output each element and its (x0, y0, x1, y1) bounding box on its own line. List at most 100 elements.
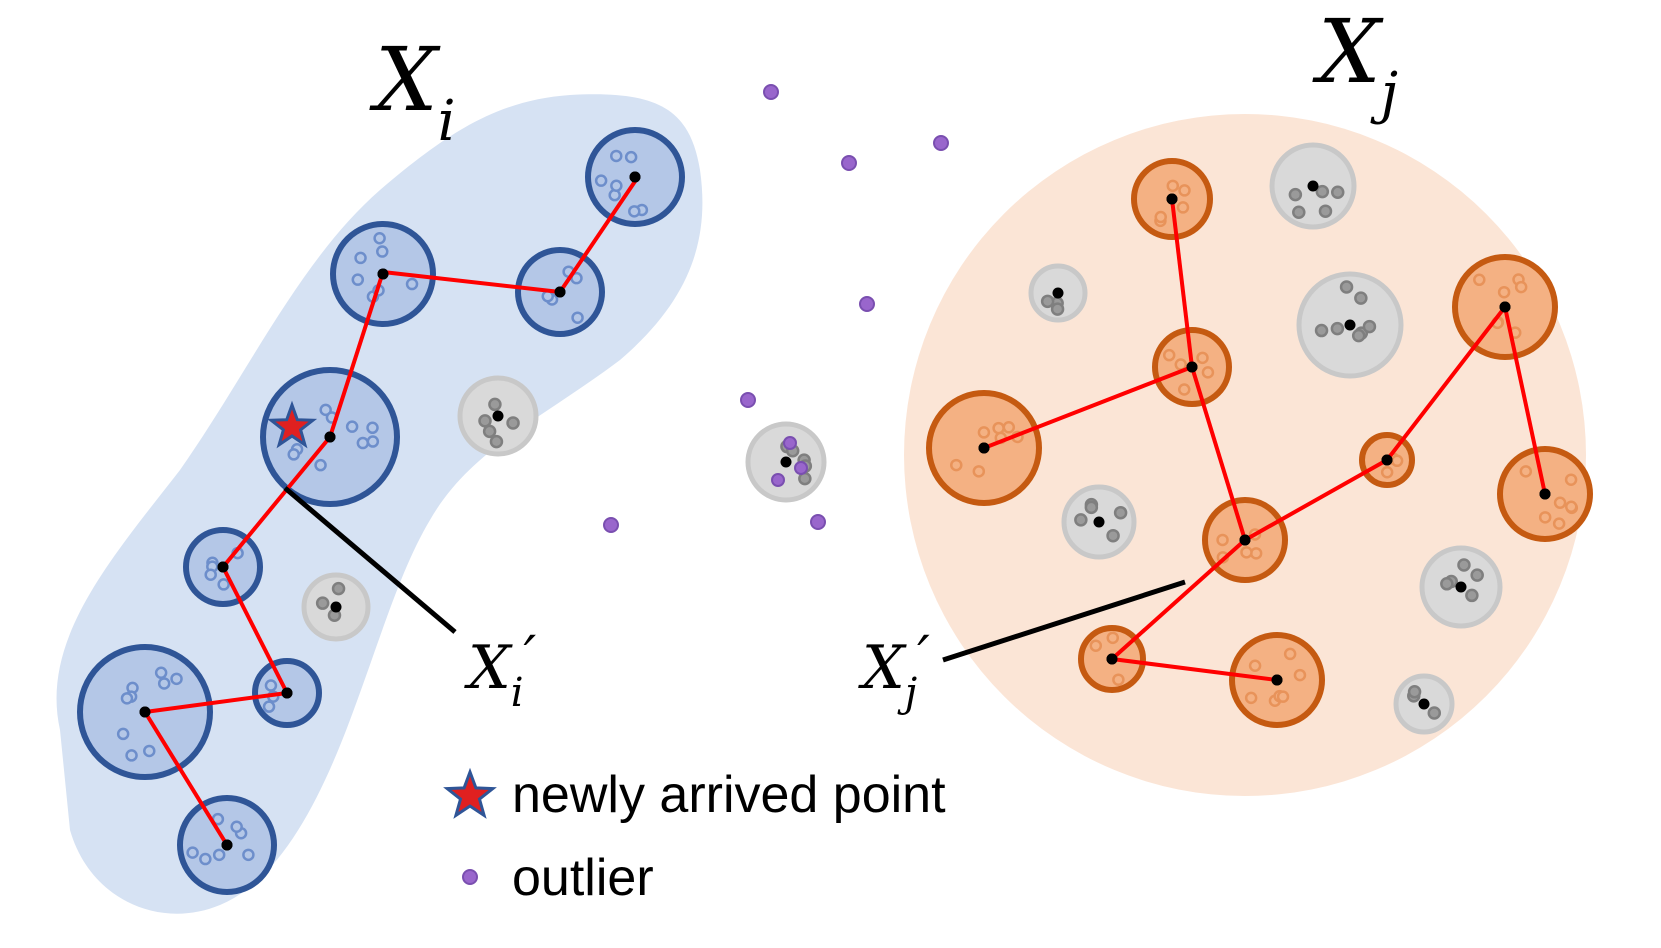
member-point (1292, 205, 1306, 220)
member-point (356, 436, 370, 450)
sub-cluster-i-label: Xi′ (464, 625, 537, 716)
micro-cluster-center (139, 706, 151, 718)
member-point (628, 205, 641, 218)
micro-cluster (585, 127, 685, 227)
member-point (610, 179, 623, 192)
member-point (1074, 513, 1088, 527)
edge-line (558, 175, 640, 294)
member-point (354, 251, 367, 265)
member-point (125, 749, 138, 762)
member-point (1470, 568, 1484, 582)
member-point (482, 424, 497, 439)
member-point (1106, 528, 1120, 543)
edge-line (143, 710, 229, 847)
member-point (594, 174, 608, 187)
member-point (1276, 690, 1290, 703)
member-point (1380, 465, 1394, 479)
edge-line (1110, 538, 1247, 661)
edge-line (382, 270, 561, 294)
member-point (972, 465, 986, 478)
micro-cluster-center (978, 442, 990, 454)
member-point (506, 416, 520, 430)
member-point (1565, 500, 1578, 514)
member-point (977, 426, 991, 439)
edge-line (1190, 366, 1247, 541)
member-point (199, 852, 212, 866)
member-point (186, 846, 199, 859)
cluster-i-label: Xi (369, 28, 456, 154)
micro-cluster-center (1307, 180, 1319, 192)
member-point (1201, 366, 1215, 379)
micro-cluster-center (1381, 454, 1393, 466)
member-point (1519, 465, 1533, 478)
micro-cluster-center (1271, 674, 1283, 686)
member-point (116, 727, 130, 741)
member-point (1351, 328, 1366, 343)
member-point (1196, 351, 1209, 365)
member-point (1154, 210, 1167, 224)
micro-cluster-center (1418, 698, 1430, 710)
micro-cluster-center (377, 268, 389, 280)
legend-outlier-icon (462, 869, 478, 885)
member-point (217, 578, 230, 591)
micro-cluster-center (330, 601, 342, 613)
member-point (1362, 319, 1377, 334)
member-point (373, 232, 386, 245)
member-point (1457, 558, 1471, 572)
micro-cluster-center (1455, 581, 1467, 593)
member-point (624, 150, 638, 164)
member-point (489, 434, 504, 449)
member-point (366, 421, 379, 435)
member-point (1473, 273, 1486, 287)
micro-cluster-center (1052, 287, 1064, 299)
sub-cluster-i-label-prime: ′ (524, 625, 537, 690)
edge-line (1170, 198, 1194, 368)
outlier-member-point (794, 461, 808, 475)
member-point (1162, 348, 1176, 362)
member-point (1318, 204, 1333, 218)
member-point (170, 672, 183, 686)
member-point (143, 744, 156, 758)
member-point (366, 435, 380, 448)
member-point (610, 149, 623, 163)
member-point (212, 848, 226, 862)
member-point (1112, 673, 1125, 686)
micro-cluster (1269, 142, 1357, 230)
legend: newly arrived point outlier (443, 766, 946, 907)
micro-cluster (1061, 484, 1137, 560)
member-point (1427, 706, 1442, 720)
member-point (1040, 294, 1055, 309)
member-point (242, 848, 255, 862)
outlier-point (933, 135, 949, 151)
legend-outlier-label: outlier (512, 849, 654, 907)
micro-cluster (1497, 446, 1593, 542)
edges-layer (139, 171, 1551, 851)
member-point (1176, 201, 1190, 214)
edge-line (221, 435, 332, 569)
micro-cluster (301, 572, 371, 642)
micro-cluster-center (221, 839, 233, 851)
micro-cluster (1419, 545, 1503, 629)
legend-star-icon (443, 767, 497, 819)
micro-cluster (1393, 673, 1455, 735)
member-point (1330, 185, 1345, 199)
edge-line (1385, 305, 1507, 462)
member-point (287, 448, 300, 461)
edge-line (1503, 306, 1547, 495)
micro-cluster-center (1166, 193, 1178, 205)
member-point (1288, 187, 1303, 202)
member-point (992, 421, 1005, 435)
micro-cluster-center (1106, 653, 1118, 665)
member-point (1248, 659, 1262, 673)
member-point (1440, 577, 1454, 591)
member-point (1089, 639, 1103, 652)
micro-cluster-center (554, 286, 566, 298)
member-point (1330, 321, 1345, 336)
outliers-layer (603, 84, 949, 533)
edge-line (328, 271, 385, 438)
newly-arrived-point-star-icon (266, 400, 318, 449)
outlier-point (859, 296, 875, 312)
micro-cluster-center (1539, 488, 1551, 500)
sub-cluster-i-label-sub: i (511, 670, 524, 716)
